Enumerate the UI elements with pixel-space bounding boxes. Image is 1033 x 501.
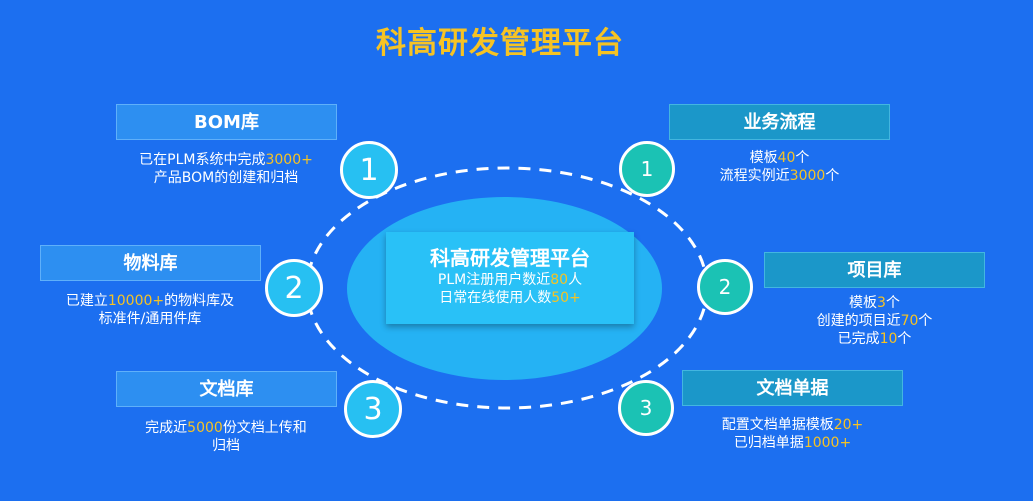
material-library-desc: 已建立10000+的物料库及 标准件/通用件库 <box>65 293 235 327</box>
center-line-2: 日常在线使用人数50+ <box>439 290 581 306</box>
document-library-desc: 完成近5000份文档上传和 归档 <box>145 420 307 454</box>
project-library-label: 项目库 <box>764 252 985 288</box>
center-card: 科高研发管理平台 PLM注册用户数近80人 日常在线使用人数50+ <box>386 232 634 324</box>
document-forms-desc: 配置文档单据模板20+ 已归档单据1000+ <box>721 417 864 451</box>
material-library-number: 2 <box>265 259 323 317</box>
project-library-number: 2 <box>697 259 753 315</box>
center-line-1: PLM注册用户数近80人 <box>437 272 583 288</box>
document-library-label: 文档库 <box>116 371 337 407</box>
bom-library-label: BOM库 <box>116 104 337 140</box>
document-forms-number: 3 <box>618 380 674 436</box>
business-process-number: 1 <box>619 141 675 197</box>
center-title: 科高研发管理平台 <box>430 246 590 270</box>
business-process-label: 业务流程 <box>669 104 890 140</box>
page-title: 科高研发管理平台 <box>376 26 624 61</box>
project-library-desc: 模板3个 创建的项目近70个 已完成10个 <box>816 295 933 347</box>
business-process-desc: 模板40个 流程实例近3000个 <box>719 150 840 184</box>
document-library-number: 3 <box>344 380 402 438</box>
bom-library-desc: 已在PLM系统中完成3000+ 产品BOM的创建和归档 <box>139 152 313 186</box>
material-library-label: 物料库 <box>40 245 261 281</box>
document-forms-label: 文档单据 <box>682 370 903 406</box>
bom-library-number: 1 <box>340 141 398 199</box>
